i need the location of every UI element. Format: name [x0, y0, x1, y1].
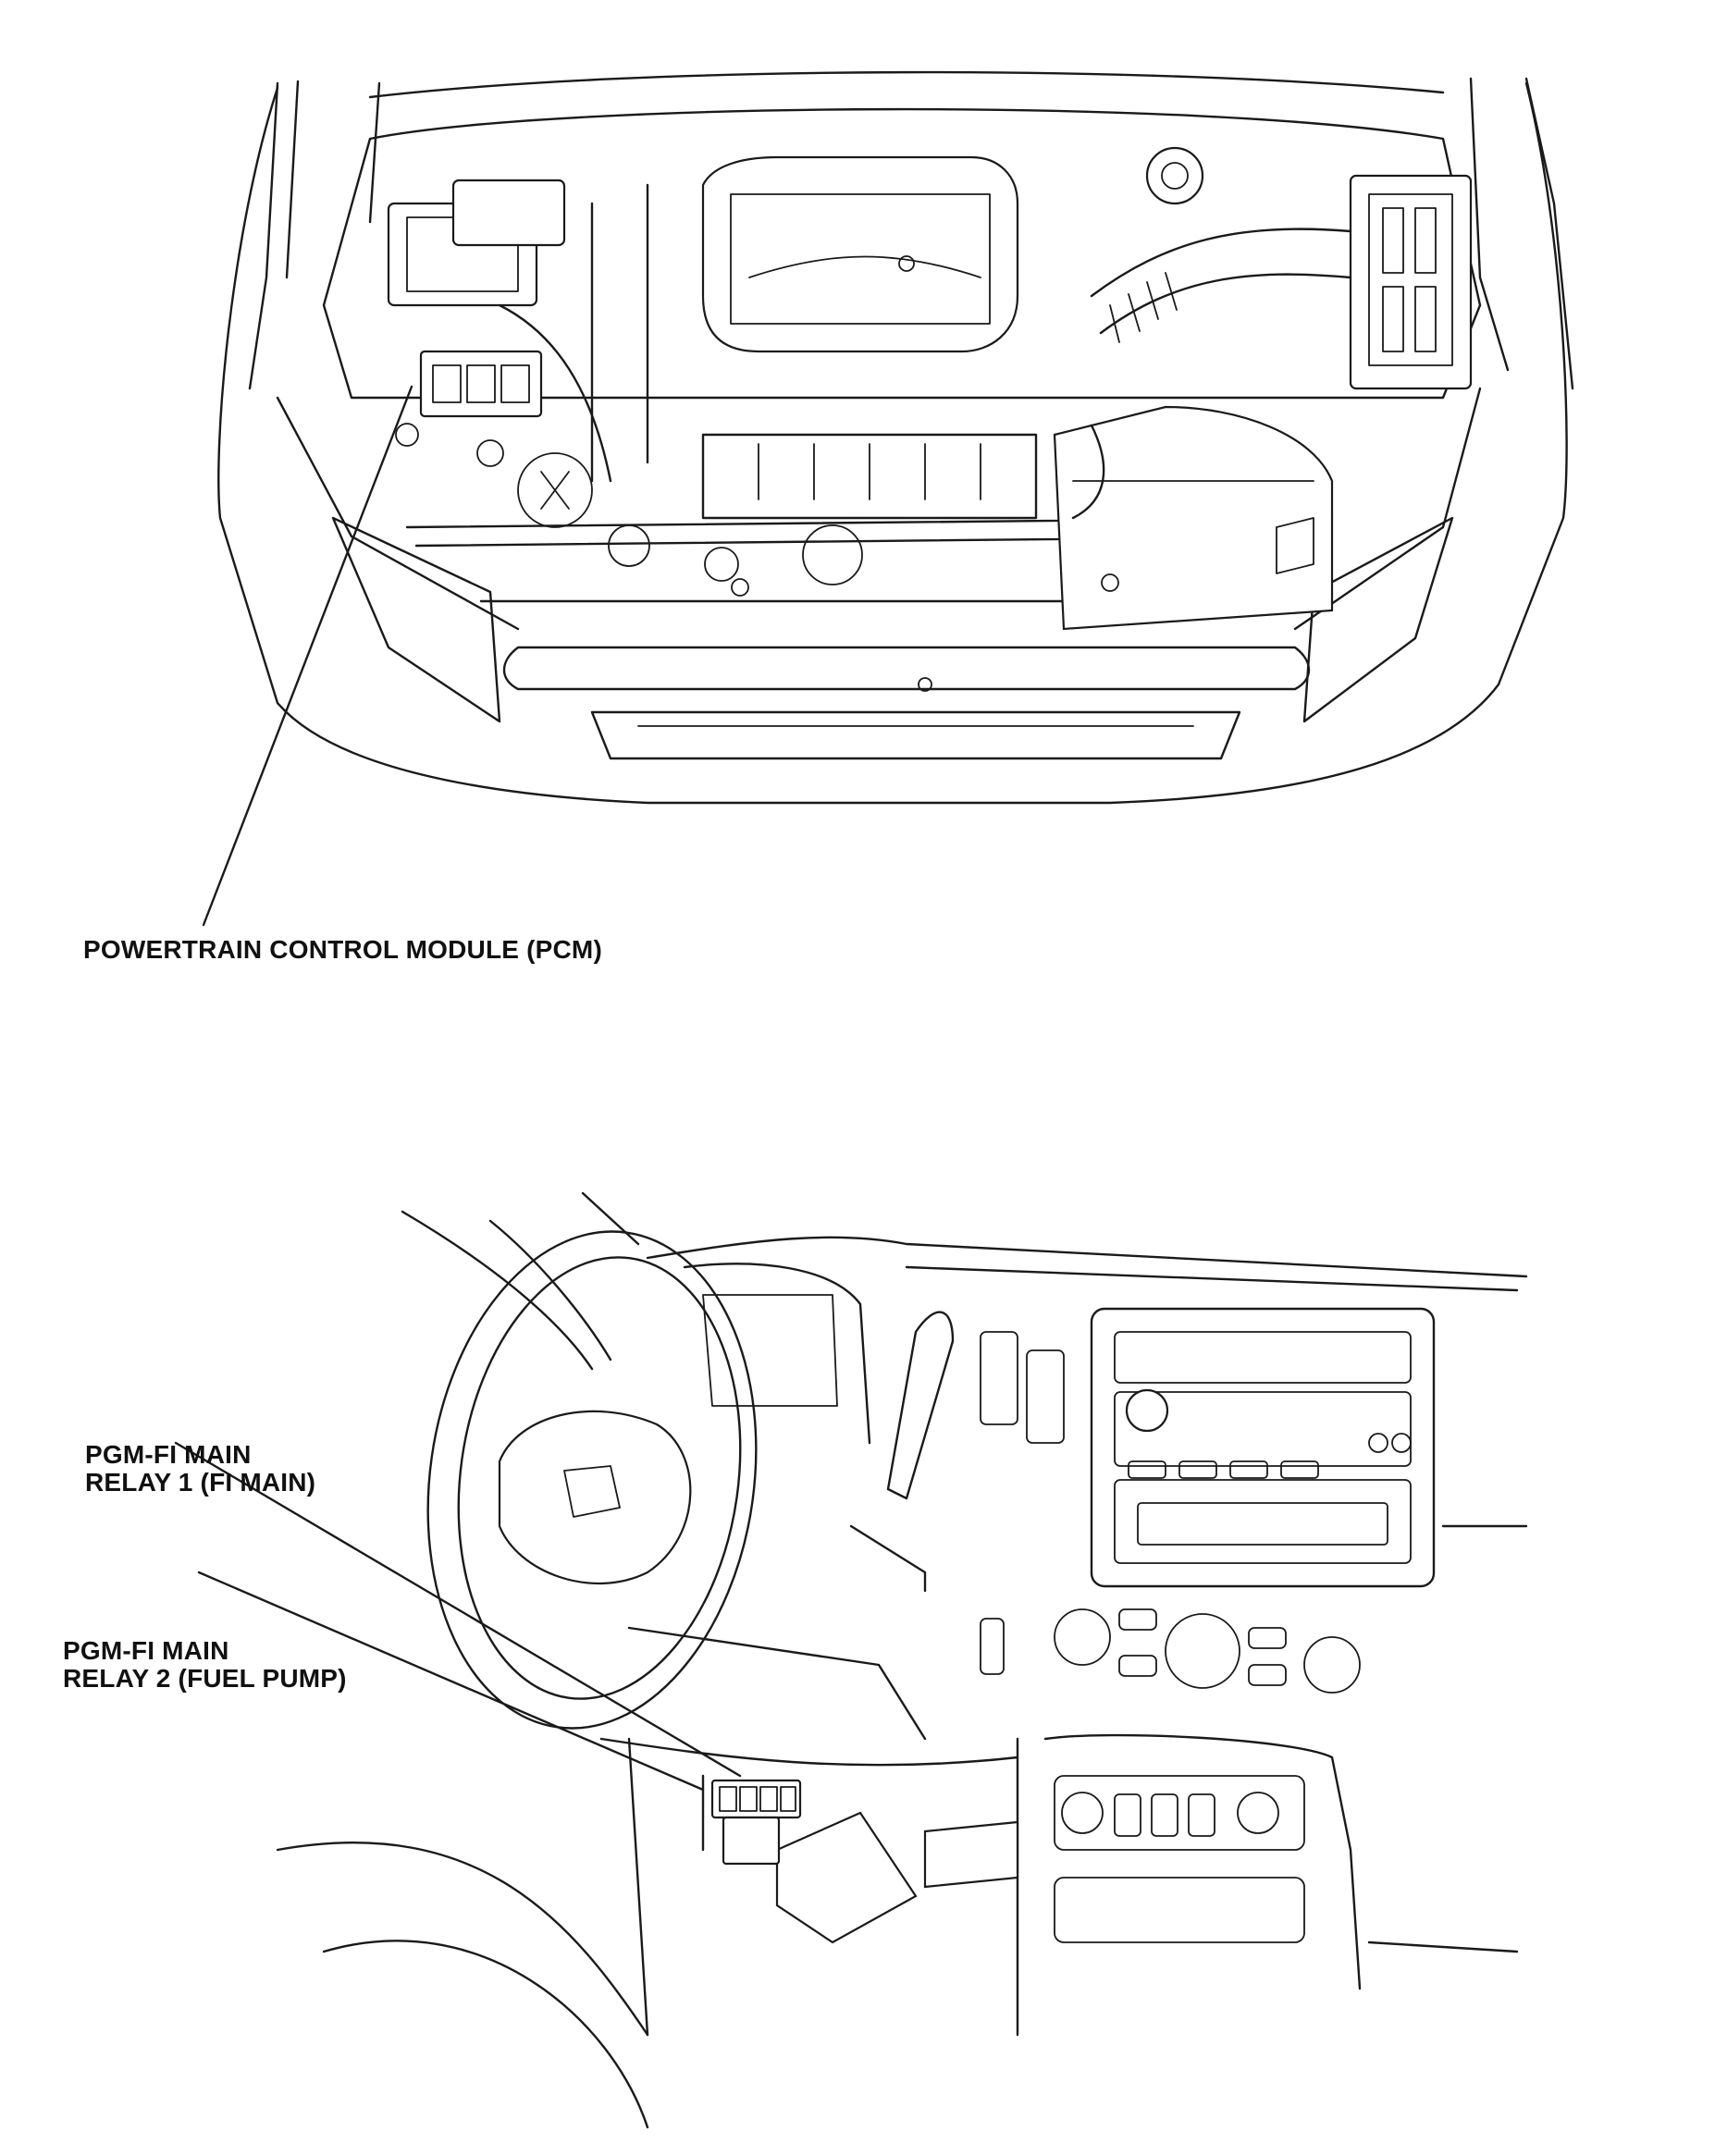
dashboard-icon: [174, 1191, 1528, 2129]
relay1-label-line2: RELAY 1 (FI MAIN): [85, 1468, 316, 1497]
relay1-label-line1: PGM-FI MAIN: [85, 1440, 252, 1469]
pcm-label: POWERTRAIN CONTROL MODULE (PCM): [83, 935, 602, 964]
engine-bay-icon: [202, 70, 1574, 927]
relay2-label-line2: RELAY 2 (FUEL PUMP): [63, 1664, 347, 1693]
relay2-label-line1: PGM-FI MAIN: [63, 1636, 229, 1665]
